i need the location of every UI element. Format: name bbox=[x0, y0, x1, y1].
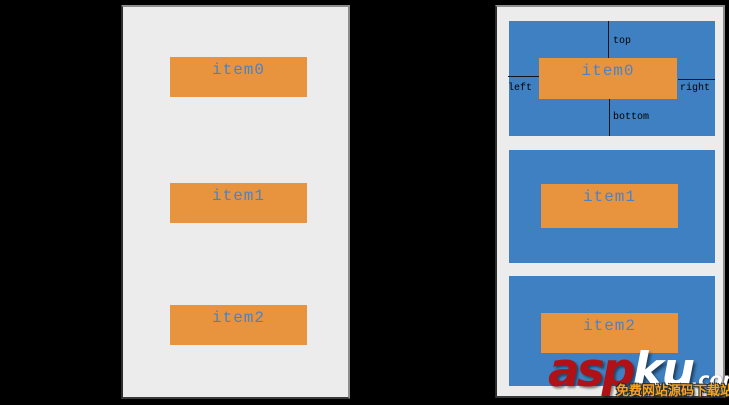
positioned-item-1: item1 bbox=[541, 184, 678, 228]
container-box-1: item1 bbox=[509, 150, 715, 263]
top-offset-line bbox=[608, 21, 609, 58]
positioned-item-2: item2 bbox=[541, 313, 678, 353]
positioned-item-0: item0 bbox=[539, 58, 677, 99]
right-offset-line bbox=[678, 79, 715, 80]
watermark-logo-asp: asp bbox=[548, 343, 635, 398]
left-offset-line bbox=[508, 76, 539, 77]
bottom-offset-label: bottom bbox=[613, 112, 650, 123]
left-flex-item-1: item1 bbox=[170, 183, 307, 223]
watermark-logo-com: .com bbox=[691, 369, 729, 391]
left-offset-label: left bbox=[508, 83, 533, 94]
right-offset-label: right bbox=[680, 83, 711, 94]
watermark-logo: aspku.com bbox=[548, 347, 729, 394]
left-panel: item0 item1 item2 bbox=[121, 5, 350, 399]
watermark-logo-ku: ku bbox=[632, 343, 695, 398]
container-box-2: item2 bbox=[509, 276, 715, 386]
bottom-offset-line bbox=[609, 99, 610, 136]
right-panel: top left right bottom item0 item1 item2 bbox=[495, 5, 725, 398]
container-box-0: top left right bottom item0 bbox=[508, 21, 715, 136]
left-flex-item-0: item0 bbox=[170, 57, 307, 97]
top-offset-label: top bbox=[613, 36, 632, 47]
watermark-tagline: 免费网站源码下载站! bbox=[616, 384, 729, 399]
left-flex-item-2: item2 bbox=[170, 305, 307, 345]
